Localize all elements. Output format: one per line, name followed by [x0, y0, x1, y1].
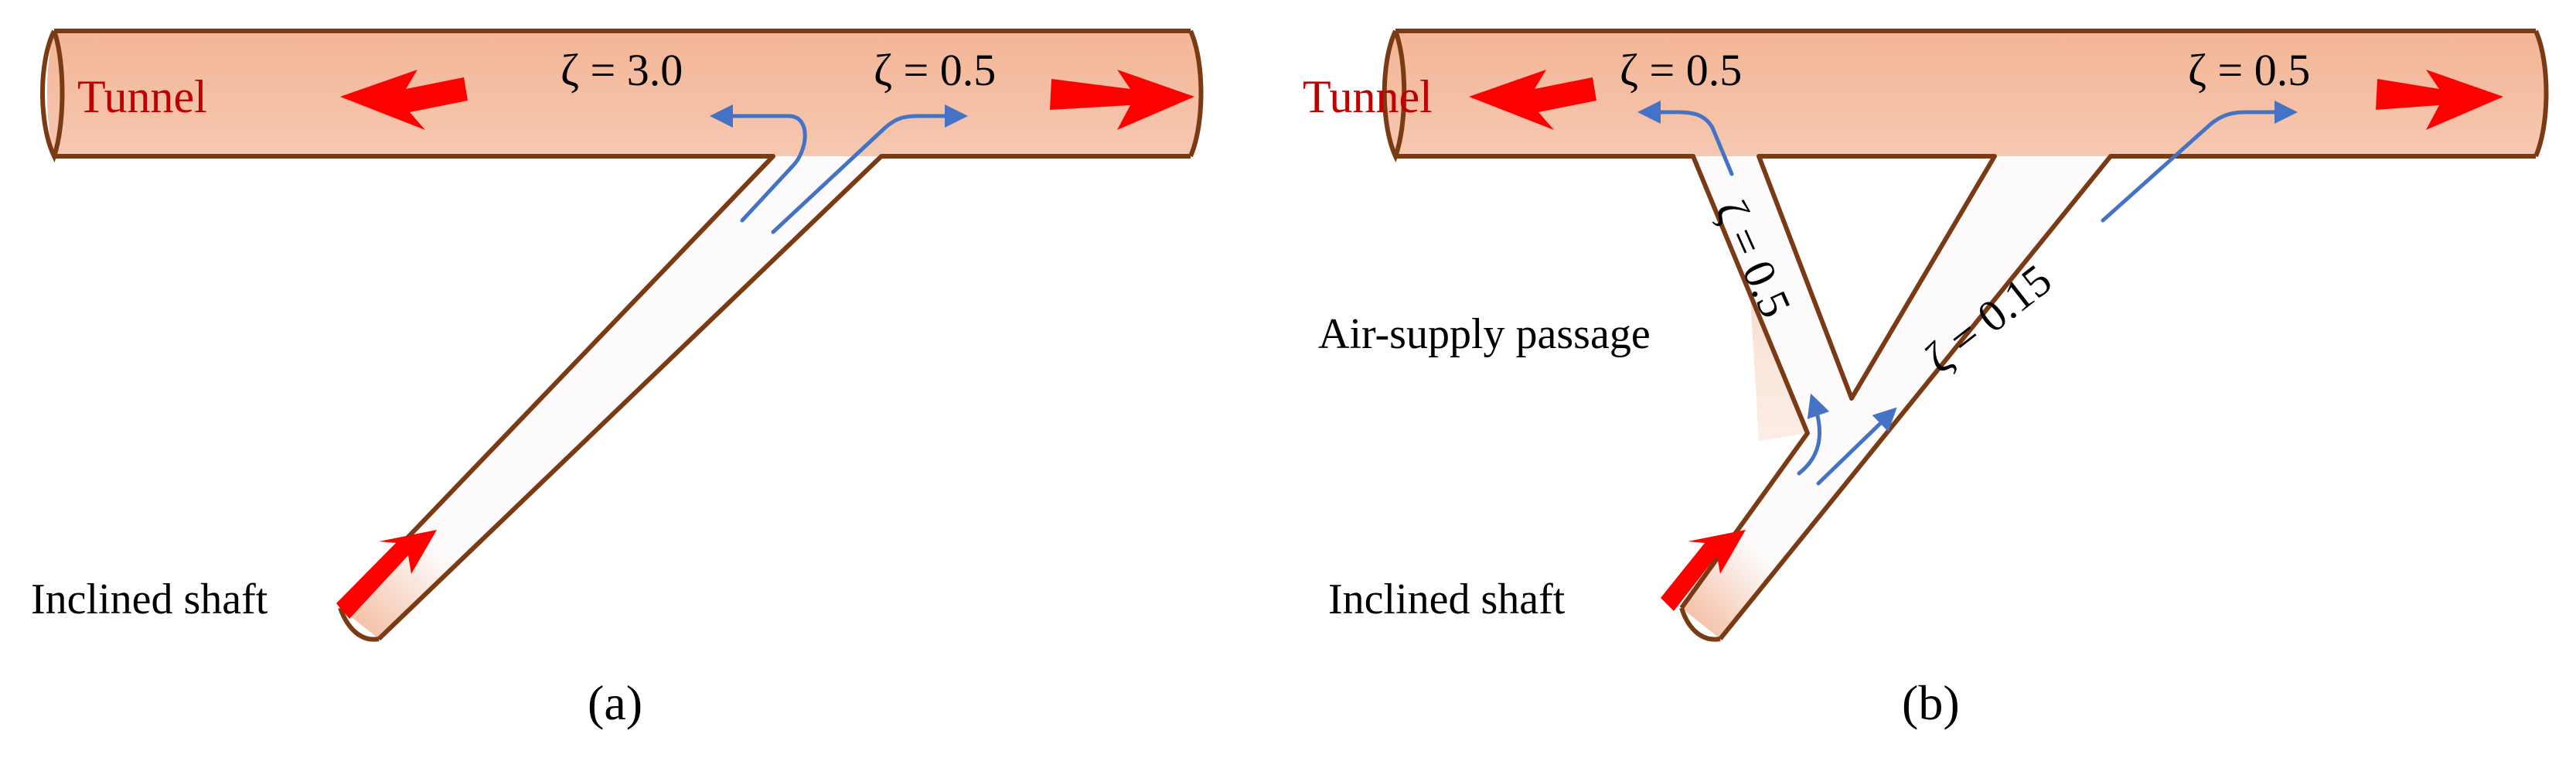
panel-a: Tunnel ζ = 3.0 ζ = 0.5 Inclined shaft (a… [31, 29, 1204, 730]
ventilation-arrow-a-right [1050, 70, 1194, 130]
passage-b-label: Air-supply passage [1318, 310, 1651, 358]
tunnel-b-outline-bottom-left [1395, 154, 1810, 609]
ventilation-arrow-b-left [1469, 70, 1596, 130]
caption-b: (b) [1902, 675, 1960, 730]
shaft-b-label: Inclined shaft [1328, 575, 1566, 623]
flow-arrow-b-shaft [1816, 407, 1897, 486]
tunnel-b-label: Tunnel [1303, 71, 1433, 122]
zeta-a-left: ζ = 3.0 [561, 45, 683, 95]
island-b [1757, 154, 1997, 401]
tunnel-b-right-end [2533, 29, 2549, 158]
flow-arrow-a-left [710, 104, 807, 223]
shaft-a-end [338, 606, 380, 642]
zeta-a-right: ζ = 0.5 [874, 45, 996, 95]
flow-arrow-a-right [771, 104, 968, 234]
zeta-b-top-right: ζ = 0.5 [2188, 45, 2310, 95]
ventilation-arrow-a-shaft [336, 530, 437, 619]
caption-a: (a) [588, 675, 642, 730]
flow-arrow-b-passage [1797, 393, 1830, 476]
tunnel-a-label: Tunnel [77, 71, 207, 122]
panel-b: Tunnel ζ = 0.5 ζ = 0.5 ζ = 0.5 ζ = 0.15 … [1303, 29, 2549, 730]
tunnel-a-left-end [40, 29, 65, 163]
ventilation-arrow-a-left [340, 70, 468, 130]
tunnel-a-right-end [1188, 29, 1204, 158]
ventilation-arrow-b-shaft [1661, 530, 1746, 611]
ventilation-arrow-b-right [2376, 70, 2503, 130]
tunnel-a-outline-bottom-right [377, 154, 1191, 641]
shaft-b-body [1682, 156, 2111, 639]
shaft-b-end [1679, 607, 1721, 642]
shaft-a-label: Inclined shaft [31, 575, 268, 623]
tunnel-a-outline-bottom-left [54, 154, 775, 610]
shaft-a-body [340, 156, 881, 639]
tunnel-b-outline-bottom-right [1718, 154, 2536, 640]
tunnel-b-left-end [1382, 29, 1407, 163]
passage-b-body [1693, 156, 1852, 433]
flow-arrow-b-top-left [1637, 101, 1734, 176]
flow-arrow-b-top-right [2101, 101, 2298, 223]
zeta-b-top-left: ζ = 0.5 [1620, 45, 1742, 95]
